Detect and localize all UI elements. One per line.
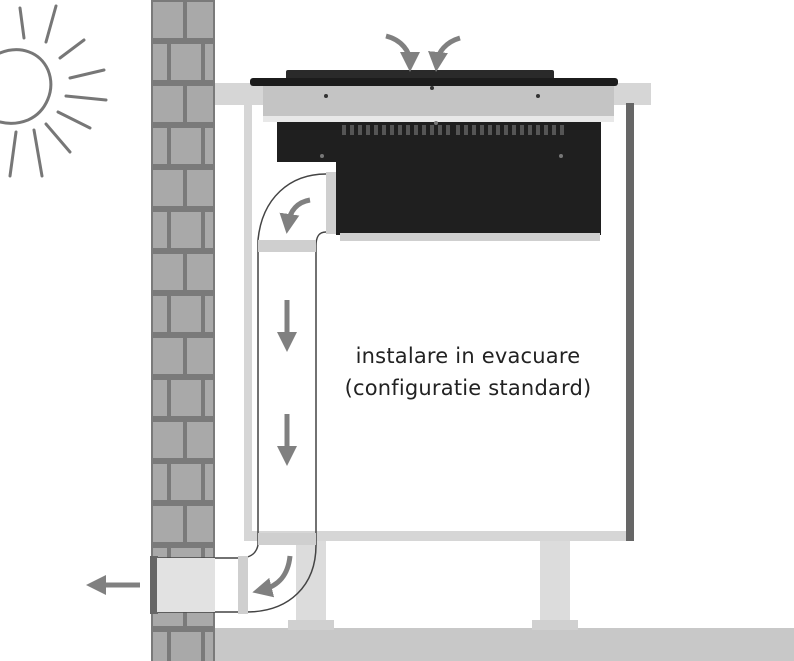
brick	[153, 2, 183, 38]
brick	[205, 212, 213, 248]
vent-slot	[552, 125, 556, 135]
brick	[171, 128, 201, 164]
brick	[171, 632, 201, 661]
vent-slot	[366, 125, 370, 135]
brick	[187, 422, 213, 458]
vent-slot	[504, 125, 508, 135]
airflow-arrows	[86, 33, 461, 598]
cabinet-legs	[288, 540, 578, 630]
vent-slot	[528, 125, 532, 135]
brick-wall	[151, 0, 215, 661]
brick	[187, 170, 213, 206]
vent-slot	[520, 125, 524, 135]
vent-slot	[464, 125, 468, 135]
duct-collars	[150, 172, 336, 614]
cabinet	[244, 103, 634, 541]
brick	[153, 296, 167, 332]
vent-slot	[472, 125, 476, 135]
brick	[171, 296, 201, 332]
vent-slot	[350, 125, 354, 135]
brick	[153, 86, 183, 122]
brick	[153, 338, 183, 374]
vent-slot	[374, 125, 378, 135]
brick	[153, 212, 167, 248]
vent-slot	[414, 125, 418, 135]
brick	[153, 464, 167, 500]
brick	[187, 506, 213, 542]
brick	[205, 128, 213, 164]
vent-slot	[512, 125, 516, 135]
vent-slot	[488, 125, 492, 135]
vent-slot	[438, 125, 442, 135]
brick	[171, 464, 201, 500]
vent-slot	[544, 125, 548, 135]
brick	[205, 44, 213, 80]
brick	[187, 86, 213, 122]
airflow-in-arrow-icon	[428, 35, 461, 72]
brick	[205, 464, 213, 500]
vent-slot	[382, 125, 386, 135]
vent-slot	[358, 125, 362, 135]
vent-slot	[398, 125, 402, 135]
brick	[153, 632, 167, 661]
brick	[153, 422, 183, 458]
vent-slot	[430, 125, 434, 135]
brick	[171, 380, 201, 416]
brick	[171, 212, 201, 248]
vent-slot	[496, 125, 500, 135]
vent-slot	[536, 125, 540, 135]
vent-slot	[342, 125, 346, 135]
brick	[205, 380, 213, 416]
brick	[187, 338, 213, 374]
caption-line-1: instalare in evacuare	[355, 344, 581, 368]
brick	[171, 44, 201, 80]
brick	[153, 254, 183, 290]
brick	[153, 170, 183, 206]
vent-slot	[406, 125, 410, 135]
brick	[153, 44, 167, 80]
sun-icon	[0, 4, 108, 178]
vent-slot	[446, 125, 450, 135]
vent-slot	[422, 125, 426, 135]
airflow-curve-arrow-icon	[279, 197, 311, 234]
brick	[153, 506, 183, 542]
airflow-curve-arrow-icon	[252, 555, 293, 598]
brick	[205, 296, 213, 332]
brick	[187, 2, 213, 38]
vent-slot	[456, 125, 460, 135]
vent-slot	[560, 125, 564, 135]
vent-slot	[390, 125, 394, 135]
airflow-in-arrow-icon	[385, 33, 420, 72]
vent-slot	[480, 125, 484, 135]
caption-line-2: (configuratie standard)	[344, 376, 592, 400]
floor	[215, 628, 794, 661]
induction-hob	[250, 70, 618, 241]
brick	[187, 254, 213, 290]
brick	[153, 128, 167, 164]
brick	[153, 380, 167, 416]
brick	[205, 632, 213, 661]
wall-duct-opening	[157, 558, 215, 612]
